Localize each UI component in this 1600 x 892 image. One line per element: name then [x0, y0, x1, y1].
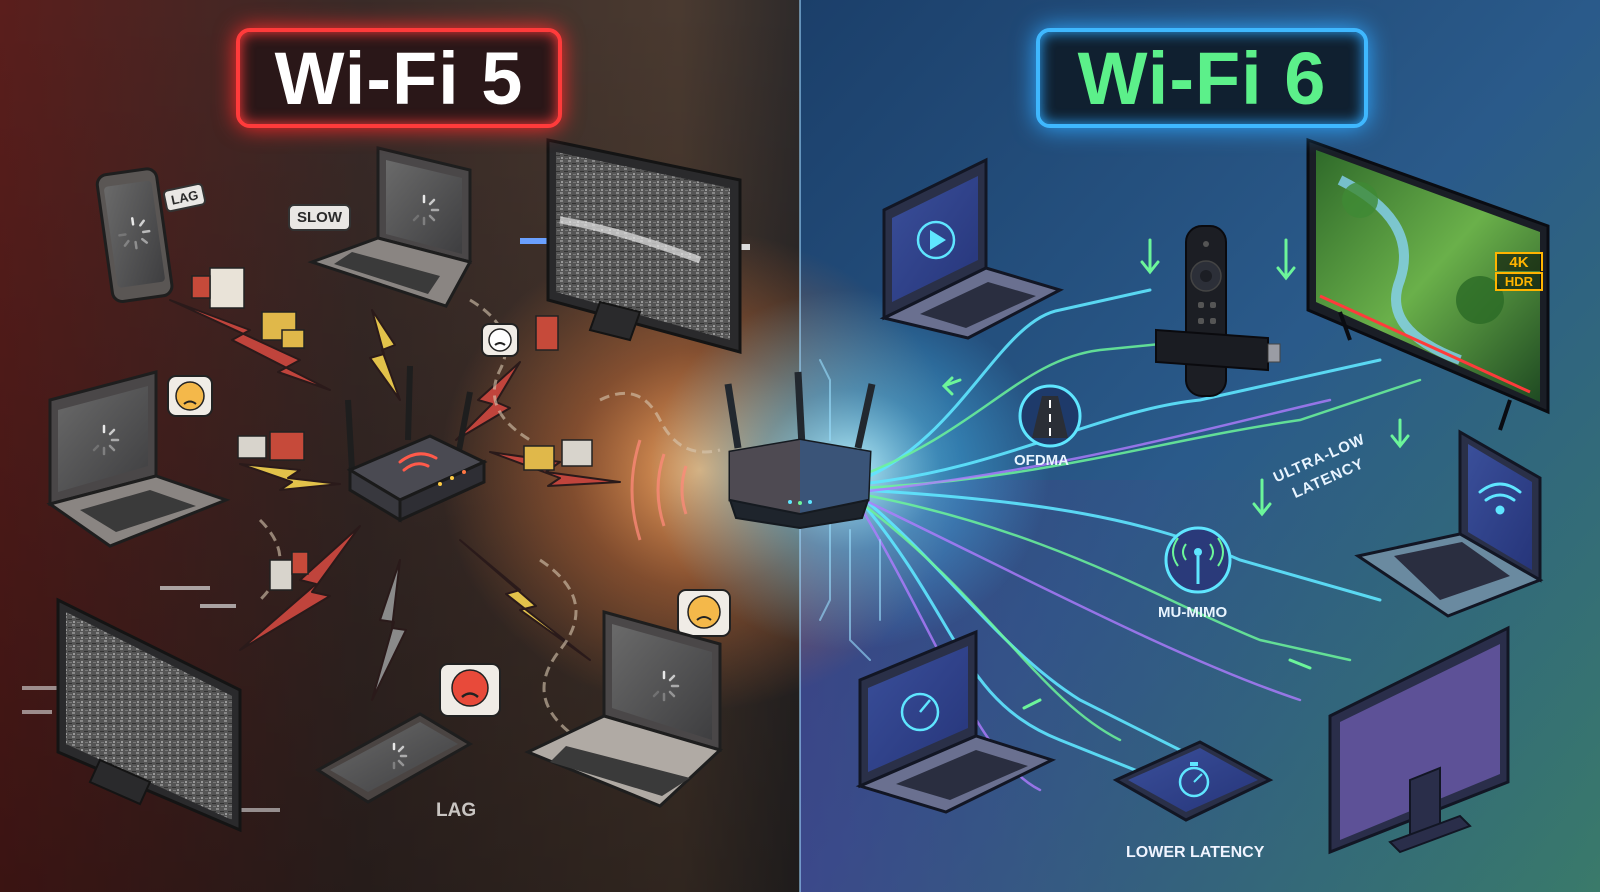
laptop-icon: [46, 370, 231, 548]
weak-signal-arcs: [630, 439, 688, 541]
wifi5-title: Wi-Fi 5: [236, 28, 562, 128]
lightning-icon: [369, 309, 401, 401]
loading-spinner-icon: [92, 424, 120, 456]
phone-icon: [315, 712, 473, 804]
lower-latency-label: LOWER LATENCY: [1126, 844, 1265, 861]
lag-label-bottom: LAG: [436, 800, 477, 821]
loading-spinner-icon: [412, 194, 440, 226]
wifi6-title: Wi-Fi 6: [1036, 28, 1368, 128]
tv-hdr-badge: HDR: [1495, 272, 1543, 291]
play-icon: [916, 220, 956, 260]
laptop-icon: [307, 146, 473, 308]
tv-icon: [56, 597, 242, 833]
broken-signal-lines: [258, 298, 721, 742]
phone-icon: [95, 167, 174, 303]
lightning-icon: [371, 559, 407, 701]
tv-4k-badge: 4K: [1495, 252, 1543, 271]
lightning-icon: [489, 451, 621, 487]
router-icon: [345, 365, 488, 523]
tablet-icon: [1112, 740, 1274, 822]
packet-icons: [191, 267, 593, 591]
lightning-icon: [239, 463, 341, 491]
tv-icon: [1306, 137, 1550, 431]
loading-spinner-icon: [118, 217, 151, 250]
laptop-icon: [879, 157, 1064, 340]
tv-icon: [1328, 625, 1510, 855]
streaming-stick-icon: [1155, 328, 1281, 372]
laptop-icon: [1354, 429, 1544, 618]
tv-icon: [546, 138, 742, 354]
router-icon: [724, 371, 876, 530]
direction-arrows: [941, 238, 1410, 710]
road-icon: [1018, 384, 1082, 448]
loading-spinner-icon: [652, 670, 680, 702]
stopwatch-icon: [1178, 762, 1210, 798]
angry-face-icon: [167, 375, 213, 417]
ofdma-label: OFDMA: [1014, 452, 1069, 469]
loading-spinner-icon: [392, 742, 408, 770]
laptop-icon: [855, 629, 1057, 814]
antenna-icon: [1164, 526, 1232, 594]
wifi-icon: [398, 452, 438, 472]
slow-label: SLOW: [288, 204, 351, 231]
angry-face-icon: [439, 663, 501, 717]
lightning-icon: [459, 539, 591, 661]
laptop-icon: [524, 610, 723, 808]
lightning-icon: [239, 525, 361, 651]
remote-icon: [1185, 225, 1227, 397]
gauge-icon: [900, 692, 940, 732]
lightning-icon: [169, 299, 331, 391]
angry-face-icon: [481, 323, 519, 357]
angry-face-icon: [677, 589, 731, 637]
mu-mimo-label: MU-MIMO: [1158, 604, 1228, 621]
wifi-icon: [1478, 482, 1522, 515]
